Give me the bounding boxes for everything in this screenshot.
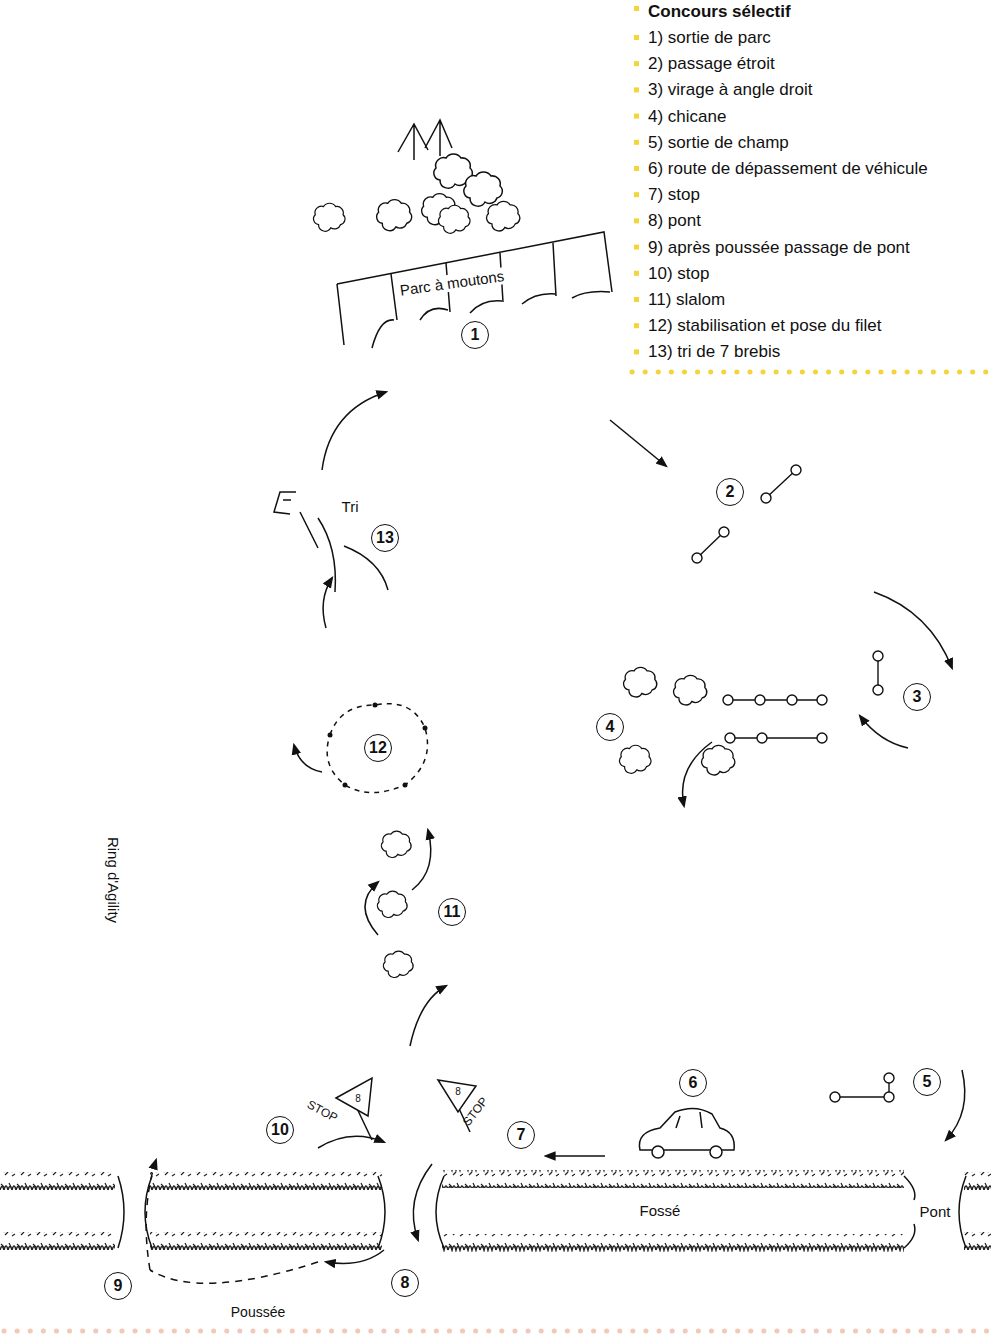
legend-bullet [634, 166, 639, 171]
legend-bullet [634, 218, 639, 223]
legend-item: 6) route de dépassement de véhicule [648, 159, 928, 179]
callout-number-text: 7 [517, 1127, 526, 1143]
callout-number-text: 3 [913, 689, 922, 705]
legend-item: 2) passage étroit [648, 54, 775, 74]
callout-number-text: 12 [369, 740, 387, 756]
push-label: Poussée [231, 1304, 285, 1320]
callout-number-text: 8 [401, 1275, 410, 1291]
callout-number: 5 [913, 1068, 941, 1096]
legend-bullet [634, 349, 639, 354]
legend-item: 11) slalom [648, 290, 725, 310]
callout-number: 1 [461, 321, 489, 349]
callout-number: 9 [104, 1272, 132, 1300]
legend-item: 8) pont [648, 211, 701, 231]
callout-number: 13 [371, 524, 399, 552]
sign-number: 8 [455, 1086, 461, 1098]
callout-number: 12 [364, 734, 392, 762]
legend-item: 7) stop [648, 185, 700, 205]
callout-number-text: 9 [114, 1278, 123, 1294]
callout-number-text: 4 [606, 719, 615, 735]
title: Concours sélectif [648, 2, 791, 22]
legend-bullet [634, 323, 639, 328]
callout-number: 8 [391, 1269, 419, 1297]
callout-number-text: 2 [726, 484, 735, 500]
legend-item: 3) virage à angle droit [648, 80, 812, 100]
ring-label: Ring d'Agility [104, 837, 121, 923]
legend-item: 12) stabilisation et pose du filet [648, 316, 881, 336]
callout-number: 6 [679, 1069, 707, 1097]
sign-number: 8 [355, 1093, 361, 1105]
callout-number: 11 [438, 898, 466, 926]
bridge-label: Pont [920, 1203, 951, 1220]
callout-number-text: 5 [923, 1074, 932, 1090]
legend-item: 4) chicane [648, 107, 726, 127]
callout-number: 2 [716, 478, 744, 506]
sort-label: Tri [342, 498, 359, 515]
legend-bullet [634, 61, 639, 66]
legend-bullet [634, 192, 639, 197]
callout-number: 7 [507, 1121, 535, 1149]
legend-bullet [634, 35, 639, 40]
legend-item: 1) sortie de parc [648, 28, 771, 48]
callout-number-text: 1 [471, 327, 480, 343]
callout-number-text: 6 [689, 1075, 698, 1091]
legend-bullet [634, 87, 639, 92]
callout-number: 4 [596, 713, 624, 741]
callout-number: 3 [903, 683, 931, 711]
legend-item: 9) après poussée passage de pont [648, 238, 910, 258]
stop-sign-text: STOP [304, 1098, 339, 1125]
pen-label: Parc à moutons [397, 267, 507, 299]
legend-bullet [634, 114, 639, 119]
legend-bullet [634, 271, 639, 276]
callout-number-text: 10 [271, 1122, 289, 1138]
callout-number-text: 11 [444, 904, 461, 920]
legend-bullet [634, 140, 639, 145]
legend-bullet [634, 245, 639, 250]
legend-item: 10) stop [648, 264, 709, 284]
legend-item: 5) sortie de champ [648, 133, 789, 153]
ditch-label: Fossé [640, 1202, 681, 1219]
callout-number-text: 13 [376, 530, 394, 546]
legend-item: 13) tri de 7 brebis [648, 342, 780, 362]
callout-number: 10 [266, 1116, 294, 1144]
legend-bullet [634, 6, 639, 11]
legend-bullet [634, 297, 639, 302]
